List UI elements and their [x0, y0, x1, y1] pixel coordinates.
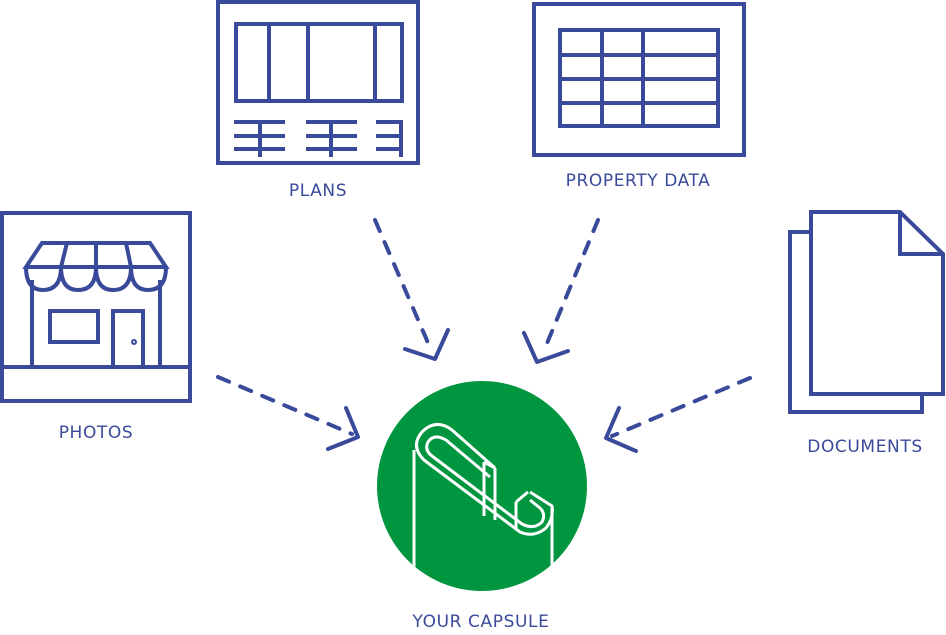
label-plans: PLANS	[288, 181, 348, 201]
floor-plan-icon	[216, 0, 420, 165]
arrow-property-data-to-capsule	[522, 218, 600, 364]
table-grid-icon	[532, 2, 746, 157]
documents-stack-icon	[788, 210, 945, 414]
capsule-logo-icon	[377, 381, 587, 591]
label-documents: DOCUMENTS	[807, 437, 923, 457]
label-property-data: PROPERTY DATA	[565, 171, 711, 191]
arrow-photos-to-capsule	[216, 375, 360, 451]
arrow-plans-to-capsule	[373, 218, 450, 361]
storefront-icon	[0, 211, 192, 403]
label-your-capsule: YOUR CAPSULE	[412, 612, 550, 632]
arrow-documents-to-capsule	[604, 376, 752, 453]
label-photos: PHOTOS	[58, 423, 134, 443]
